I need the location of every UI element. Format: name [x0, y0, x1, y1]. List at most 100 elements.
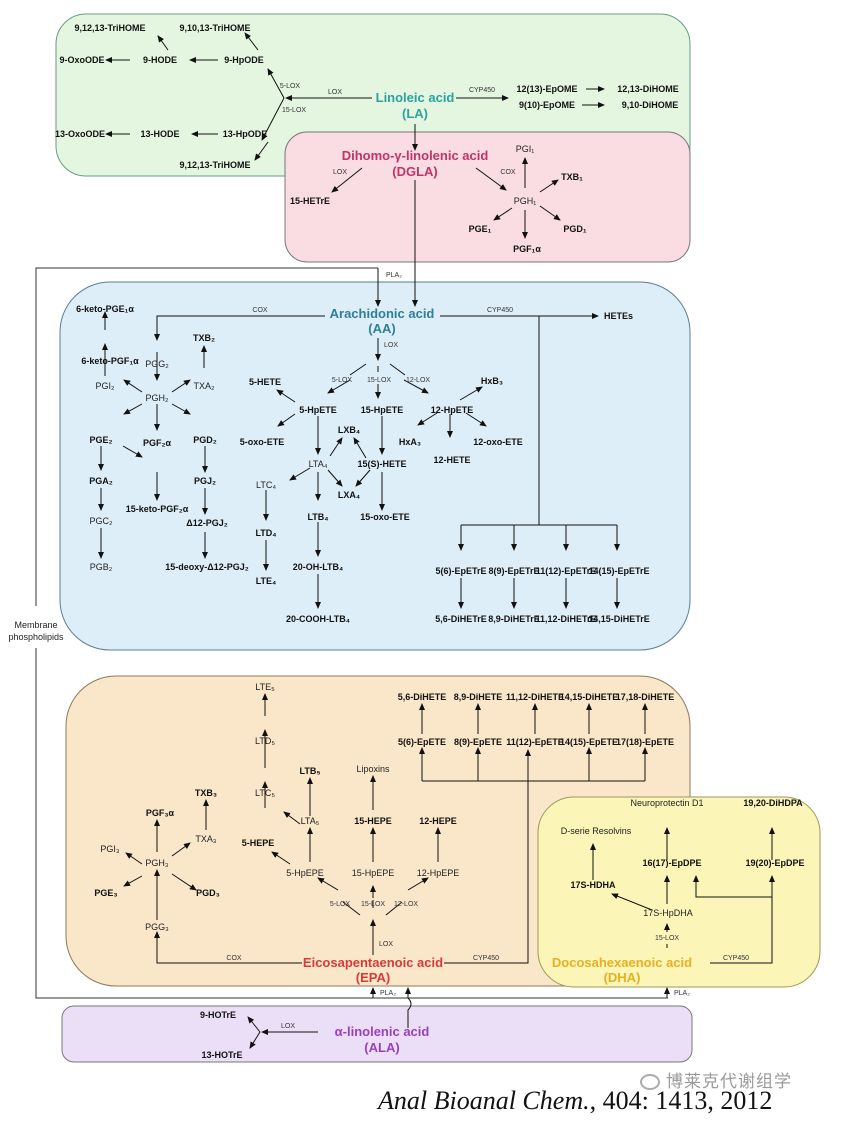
metabolite-15-hetre: 15-HETrE — [290, 196, 330, 206]
la-lox-label: LOX — [328, 89, 342, 96]
metabolite-lte4: LTE₄ — [256, 576, 277, 586]
dgla-arrows — [331, 157, 561, 307]
metabolite-pge2: PGE₂ — [89, 435, 112, 445]
metabolite-9-hode: 9-HODE — [143, 55, 177, 65]
metabolite-ltc4: LTC₄ — [256, 480, 276, 490]
metabolite-pgg2: PGG₂ — [145, 359, 169, 369]
epa-12lox-label: 12-LOX — [394, 901, 418, 908]
aa-pla2-label: PLA₂ — [386, 272, 402, 279]
metabolite-pgj2: PGJ₂ — [194, 476, 216, 486]
metabolite-9-hpode: 9-HpODE — [224, 55, 264, 65]
aa-15lox-label: 15-LOX — [367, 377, 391, 384]
metabolite-14-15-dihetre: 14,15-DiHETrE — [588, 614, 650, 624]
metabolite-5-6-epete: 5(6)-EpETE — [398, 737, 446, 747]
metabolite-17-18-dihete: 17,18-DiHETE — [616, 692, 675, 702]
metabolite-14-15-dihete: 14,15-DiHETE — [560, 692, 619, 702]
dha-box — [537, 796, 821, 988]
dha-15lox-label: 15-LOX — [655, 935, 679, 942]
metabolite-17s-hdha: 17S-HDHA — [570, 880, 616, 890]
metabolite-12-oxo-ete: 12-oxo-ETE — [473, 437, 523, 447]
metabolite-pgf2a: PGF₂α — [143, 438, 172, 448]
dgla-lox-label: LOX — [333, 169, 347, 176]
metabolite-pgh1: PGH₁ — [514, 196, 537, 206]
epa-15lox-label: 15-LOX — [361, 901, 385, 908]
metabolite-hxa3: HxA₃ — [399, 437, 421, 447]
metabolite-pgd1: PGD₁ — [563, 224, 587, 234]
metabolite-11-12-epete: 11(12)-EpETE — [506, 737, 564, 747]
metabolite-5-oxo-ete: 5-oxo-ETE — [240, 437, 285, 447]
metabolite-pgc2: PGC₂ — [90, 516, 114, 526]
metabolite-pgg3: PGG₃ — [145, 922, 169, 932]
aa-lox-label: LOX — [384, 342, 398, 349]
membrane-label-1: Membrane — [14, 620, 57, 630]
metabolite-8-9-epete: 8(9)-EpETE — [454, 737, 502, 747]
metabolite-11-12-epetre: 11(12)-EpETrE — [536, 566, 597, 576]
metabolite-pgd2: PGD₂ — [193, 435, 217, 445]
metabolite-txb1: TXB₁ — [561, 172, 583, 182]
metabolite-lxb4: LXB₄ — [338, 425, 360, 435]
metabolite-9-hotre: 9-HOTrE — [200, 1010, 236, 1020]
metabolite-pgi2: PGI₂ — [96, 381, 116, 391]
metabolite-15-oxo-ete: 15-oxo-ETE — [360, 512, 410, 522]
epa-cox-label: COX — [226, 955, 242, 962]
metabolite-txb3: TXB₃ — [195, 788, 217, 798]
epa-5lox-label: 5-LOX — [330, 901, 351, 908]
ala-box — [61, 1005, 693, 1063]
metabolite-15-deoxy-d12-pgj2: 15-deoxy-Δ12-PGJ₂ — [165, 562, 249, 572]
metabolite-txa2: TXA₂ — [194, 381, 216, 391]
metabolite-lxa4: LXA₄ — [338, 490, 360, 500]
metabolite-12-13-epome: 12(13)-EpOME — [516, 84, 577, 94]
metabolite-5-6-epetre: 5(6)-EpETrE — [435, 566, 486, 576]
epa-cyp450-label: CYP450 — [473, 955, 499, 962]
metabolite-pgf3a: PGF₃α — [146, 808, 175, 818]
la-15lox-label: 15-LOX — [282, 107, 306, 114]
metabolite-15s-hete: 15(S)-HETE — [357, 459, 406, 469]
metabolite-16-17-epdpe: 16(17)-EpDPE — [642, 858, 701, 868]
citation-ref: , 404: 1413, 2012 — [589, 1086, 773, 1115]
metabolite-13-oxoode: 13-OxoODE — [55, 129, 105, 139]
membrane-label-2: phospholipids — [8, 632, 64, 642]
metabolite-17-18-epete: 17(18)-EpETE — [616, 737, 674, 747]
ala-abbr: (ALA) — [364, 1040, 399, 1055]
metabolite-ltb5: LTB₅ — [300, 766, 321, 776]
metabolite-13-hode: 13-HODE — [140, 129, 179, 139]
metabolite-d12-pgj2: Δ12-PGJ₂ — [186, 518, 227, 528]
epa-name: Eicosapentaenoic acid — [303, 955, 443, 970]
metabolite-lta4: LTA₄ — [309, 459, 328, 469]
aa-abbr: (AA) — [368, 321, 395, 336]
metabolite-9-10-13-trihome: 9,10,13-TriHOME — [179, 23, 250, 33]
metabolite-txa3: TXA₃ — [195, 834, 217, 844]
ala-lox-label: LOX — [281, 1023, 295, 1030]
metabolite-19-20-epdpe: 19(20)-EpDPE — [745, 858, 804, 868]
citation: Anal Bioanal Chem., 404: 1413, 2012 — [378, 1086, 772, 1116]
metabolite-pgh3: PGH₃ — [145, 858, 169, 868]
epa-arrows — [123, 693, 648, 1028]
metabolite-6-keto-pgf1a: 6-keto-PGF₁α — [81, 356, 139, 366]
metabolite-15-hepe: 15-HEPE — [354, 816, 392, 826]
metabolite-9-12-13-trihome-top: 9,12,13-TriHOME — [74, 23, 145, 33]
metabolite-15-hpepe: 15-HpEPE — [352, 868, 395, 878]
metabolite-ltc5: LTC₅ — [255, 788, 275, 798]
metabolite-pgi3: PGI₃ — [100, 844, 120, 854]
metabolite-9-12-13-trihome-bottom: 9,12,13-TriHOME — [179, 160, 250, 170]
la-name: Linoleic acid — [376, 90, 455, 105]
metabolite-14-15-epete: 14(15)-EpETE — [560, 737, 618, 747]
metabolite-pga2: PGA₂ — [89, 476, 113, 486]
metabolite-pgi1: PGI₁ — [516, 144, 535, 154]
metabolite-19-20-dihdpa: 19,20-DiHDPA — [743, 798, 803, 808]
metabolite-8-9-epetre: 8(9)-EpETrE — [488, 566, 539, 576]
dgla-abbr: (DGLA) — [392, 164, 438, 179]
aa-cox-label: COX — [252, 307, 268, 314]
aa-cyp450-label: CYP450 — [487, 307, 513, 314]
metabolite-5-6-dihetre: 5,6-DiHETrE — [435, 614, 487, 624]
metabolite-lte5: LTE₅ — [255, 682, 275, 692]
metabolite-11-12-dihetre: 11,12-DiHETrE — [535, 614, 596, 624]
aa-arrows — [98, 311, 620, 609]
metabolite-13-hotre: 13-HOTrE — [201, 1050, 242, 1060]
aa-12lox-label: 12-LOX — [406, 377, 430, 384]
metabolite-15-keto-pgf2a: 15-keto-PGF₂α — [126, 504, 189, 514]
wechat-icon — [640, 1074, 660, 1090]
metabolite-ltd4: LTD₄ — [255, 528, 276, 538]
metabolite-9-10-dihome: 9,10-DiHOME — [622, 100, 679, 110]
la-cyp450-label: CYP450 — [469, 87, 495, 94]
